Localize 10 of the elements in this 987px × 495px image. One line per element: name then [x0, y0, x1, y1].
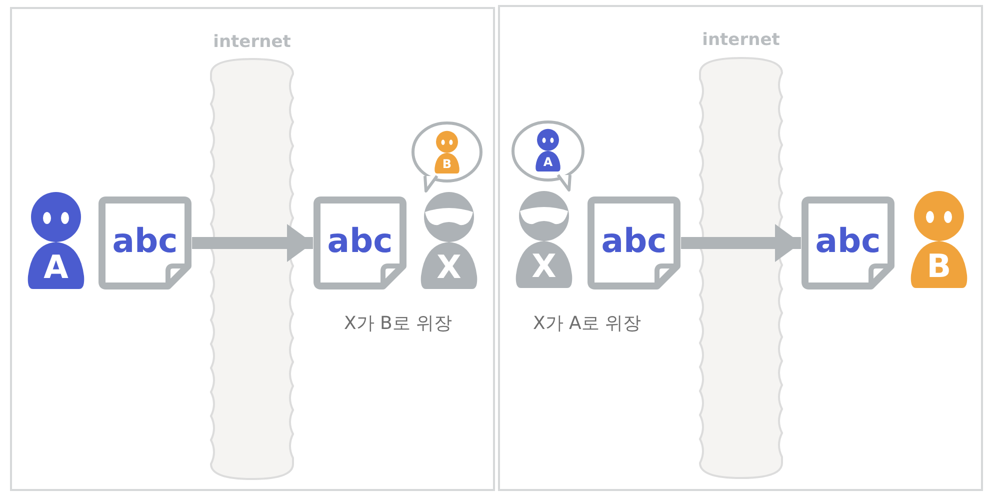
document-icon: abc: [313, 196, 407, 290]
document-icon: abc: [801, 196, 895, 290]
caption-text: X가 A로 위장: [532, 312, 642, 336]
document-icon: abc: [98, 196, 192, 290]
network-label: internet: [701, 29, 781, 52]
caption-text: X가 B로 위장: [342, 312, 454, 336]
arrow: [192, 224, 313, 262]
arrow: [681, 224, 801, 262]
document-icon: abc: [587, 196, 681, 290]
network-label: internet: [212, 31, 292, 54]
